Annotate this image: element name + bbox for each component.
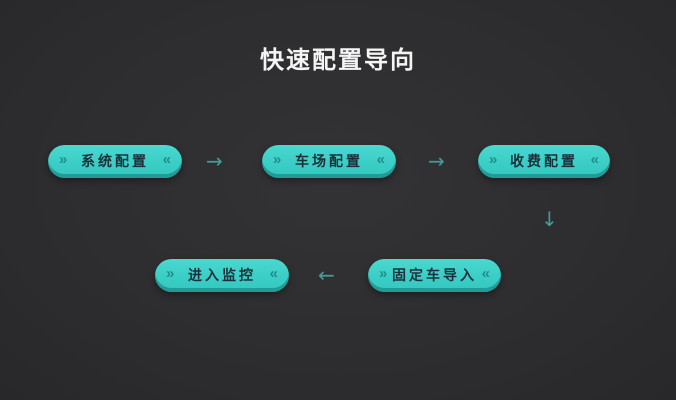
chevrons-right-icon: »: [273, 151, 282, 168]
enter-monitoring-button[interactable]: » 进入监控 «: [155, 259, 289, 292]
fixed-vehicle-import-label: 固定车导入: [392, 266, 477, 283]
arrow-left-icon: ←: [318, 263, 335, 287]
fee-config-button[interactable]: » 收费配置 «: [478, 145, 610, 178]
fee-config-label: 收费配置: [510, 152, 578, 169]
system-config-button[interactable]: » 系统配置 «: [48, 145, 182, 178]
arrow-right-icon: →: [428, 149, 445, 173]
chevrons-left-icon: «: [590, 151, 599, 168]
chevrons-left-icon: «: [481, 265, 490, 282]
parking-lot-config-button[interactable]: » 车场配置 «: [262, 145, 396, 178]
page-title: 快速配置导向: [260, 47, 416, 74]
enter-monitoring-label: 进入监控: [188, 266, 256, 283]
parking-lot-config-label: 车场配置: [295, 152, 363, 169]
chevrons-right-icon: »: [379, 265, 388, 282]
arrow-right-icon: →: [206, 149, 223, 173]
arrow-down-icon: ↓: [541, 207, 558, 231]
chevrons-left-icon: «: [376, 151, 385, 168]
system-config-label: 系统配置: [81, 152, 149, 169]
chevrons-right-icon: »: [166, 265, 175, 282]
chevrons-left-icon: «: [162, 151, 171, 168]
chevrons-left-icon: «: [269, 265, 278, 282]
chevrons-right-icon: »: [489, 151, 498, 168]
chevrons-right-icon: »: [59, 151, 68, 168]
fixed-vehicle-import-button[interactable]: » 固定车导入 «: [368, 259, 501, 292]
